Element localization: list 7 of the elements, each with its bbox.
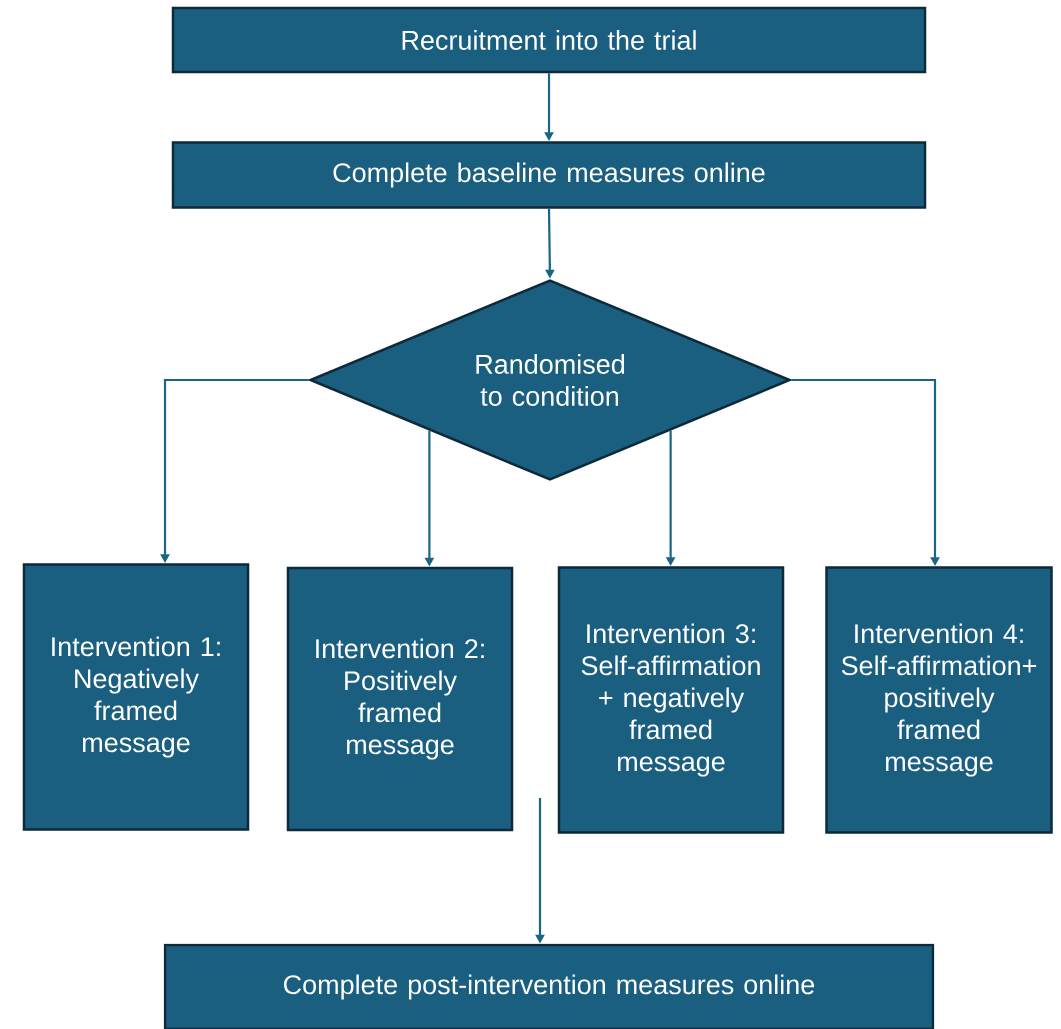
process-box: Intervention 4: Self-affirmation+ positively framed message <box>825 566 1053 834</box>
process-box: Intervention 1: Negatively framed message <box>22 563 250 831</box>
process-box: Recruitment into the trial <box>171 6 927 74</box>
process-box: Intervention 2: Positively framed message <box>286 566 514 832</box>
process-box: Complete post-intervention measures online <box>163 943 935 1029</box>
process-box: Complete baseline measures online <box>171 141 927 209</box>
process-box: Intervention 3: Self-affirmation + negatively framed message <box>557 566 785 834</box>
